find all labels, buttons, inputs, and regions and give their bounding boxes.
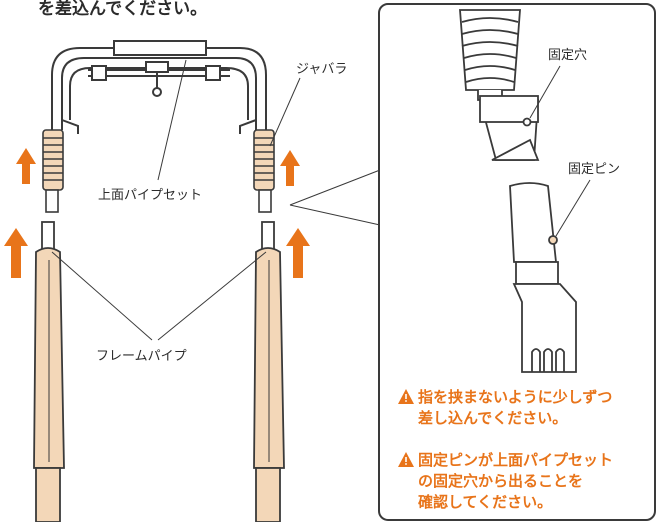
up-arrow-icon: [16, 148, 36, 184]
detail-pipe: [509, 182, 577, 373]
up-arrow-icon: [4, 228, 28, 278]
frame-pipe-left: [33, 221, 65, 522]
warning-1-line-1: 指を挟まないように少しずつ: [418, 388, 613, 406]
detail-socket: [478, 95, 540, 161]
detail-bellows: [459, 9, 521, 101]
warning-2-line-3: 確認してください。: [418, 493, 553, 511]
bellows-left: [42, 129, 64, 213]
fixing-hole-label: 固定穴: [548, 48, 588, 63]
warning-1-line-2: 差し込んでください。: [418, 409, 568, 427]
up-arrow-icon: [280, 150, 300, 186]
instruction-heading: を差込んでください。: [38, 0, 208, 19]
warning-triangle-icon: [398, 452, 414, 467]
bellows-label: ジャバラ: [296, 62, 348, 77]
warning-2: 固定ピンが上面パイプセット の固定穴から出ることを 確認してください。: [398, 450, 613, 513]
fixing-pin-label: 固定ピン: [568, 162, 621, 177]
frame-pipe-label: フレームパイプ: [96, 349, 187, 364]
up-arrow-icon: [286, 228, 310, 278]
frame-pipe-right: [253, 221, 285, 522]
warning-2-line-2: の固定穴から出ることを: [418, 472, 584, 490]
warning-triangle-icon: [398, 389, 414, 404]
warning-1: 指を挟まないように少しずつ 差し込んでください。: [398, 387, 612, 429]
warning-2-line-1: 固定ピンが上面パイプセット: [418, 451, 614, 469]
upper-pipe-set-drawing: [51, 40, 267, 134]
bellows-right: [253, 129, 275, 213]
upper-pipe-set-label: 上面パイプセット: [98, 188, 203, 203]
